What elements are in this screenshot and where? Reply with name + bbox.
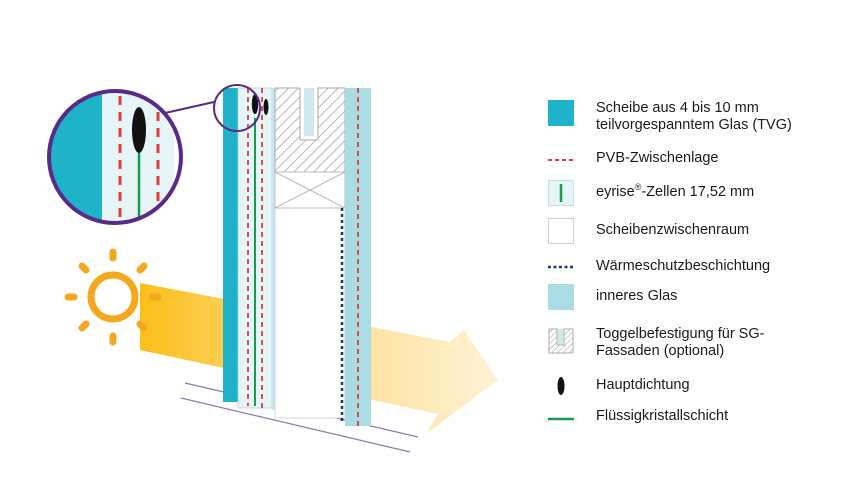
legend-item-pvb: PVB-Zwischenlage xyxy=(548,150,719,167)
seal-swatch xyxy=(548,376,574,396)
cells-suffix: -Zellen 17,52 mm xyxy=(641,184,755,200)
outer-tvg-pane xyxy=(223,88,238,402)
legend-label-pvb: PVB-Zwischenlage xyxy=(596,150,719,166)
coating-swatch xyxy=(548,259,574,269)
legend-label-cavity: Scheibenzwischenraum xyxy=(596,222,750,238)
legend-item-lc: Flüssigkristallschicht xyxy=(548,408,728,425)
legend-item-tvg: Scheibe aus 4 bis 10 mm teilvorgespannte… xyxy=(548,100,836,134)
legend-item-seal: Hauptdichtung xyxy=(548,376,690,396)
cavity-swatch xyxy=(548,218,574,244)
cells-prefix: eyrise xyxy=(596,184,635,200)
legend-item-cells: eyrise®-Zellen 17,52 mm xyxy=(548,180,754,206)
toggle-swatch xyxy=(548,328,574,354)
legend-label-cells: eyrise®-Zellen 17,52 mm xyxy=(596,182,755,201)
legend-item-inner-glass: inneres Glas xyxy=(548,284,677,310)
legend-label-lc: Flüssigkristallschicht xyxy=(596,408,729,424)
pvb-swatch xyxy=(548,152,574,162)
legend-item-coating: Wärmeschutzbeschichtung xyxy=(548,258,770,275)
inner-glass-swatch xyxy=(548,284,574,310)
cavity xyxy=(274,207,346,419)
cells-sup: ® xyxy=(634,182,642,193)
lc-swatch xyxy=(548,410,574,421)
inner-glass-pane xyxy=(345,88,371,426)
legend-label-toggle: Toggelbefestigung für SG-Fassaden (optio… xyxy=(596,326,765,359)
legend-label-seal: Hauptdichtung xyxy=(596,377,690,393)
legend-item-toggle: Toggelbefestigung für SG-Fassaden (optio… xyxy=(548,326,796,360)
main-seal xyxy=(251,94,259,114)
legend-label-inner-glass: inneres Glas xyxy=(596,288,678,304)
tvg-swatch xyxy=(548,100,574,126)
cells-swatch xyxy=(548,180,574,206)
legend-label-coating: Wärmeschutzbeschichtung xyxy=(596,258,771,274)
glass-section xyxy=(223,87,371,426)
sun-icon xyxy=(64,248,162,346)
legend-item-cavity: Scheibenzwischenraum xyxy=(548,218,749,244)
magnifier-circle xyxy=(47,89,183,225)
legend-label-tvg: Scheibe aus 4 bis 10 mm teilvorgespannte… xyxy=(596,100,792,133)
magnifier-link xyxy=(164,84,261,132)
